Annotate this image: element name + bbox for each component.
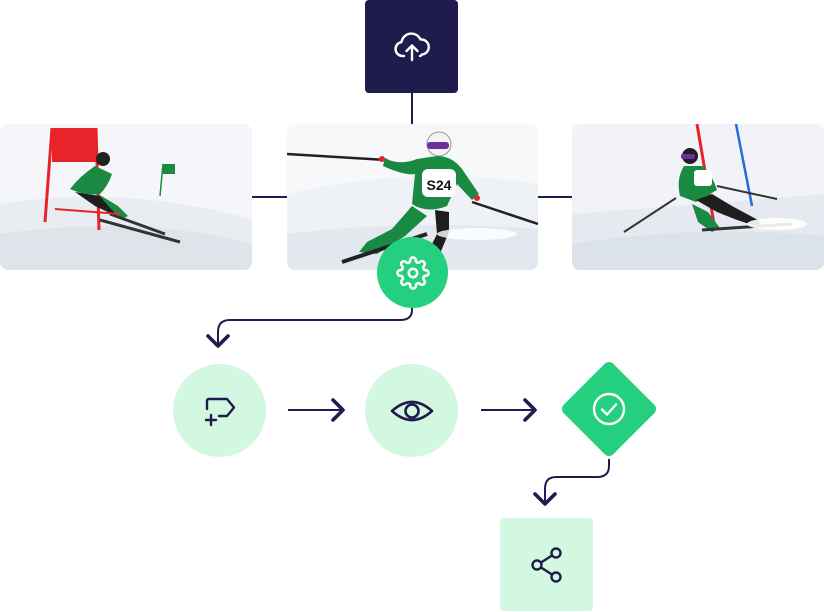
upload-node[interactable] (365, 0, 458, 93)
process-node[interactable] (377, 237, 448, 308)
tag-add-icon (204, 397, 235, 426)
approve-icon-wrap (586, 386, 632, 432)
review-node[interactable] (365, 364, 458, 457)
annotate-node[interactable] (173, 364, 266, 457)
photo-skier-right (572, 124, 824, 270)
gear-icon (395, 255, 430, 290)
skier-image-left (0, 124, 252, 270)
connector-approve-share (533, 459, 610, 506)
eye-icon (390, 400, 433, 421)
connector-gear-tag (206, 306, 413, 348)
check-circle-icon (592, 392, 626, 426)
cloud-upload-icon (393, 31, 430, 61)
skier-image-center: S24 (287, 124, 538, 270)
photo-skier-left (0, 124, 252, 270)
share-icon (530, 546, 562, 583)
skier-image-right (572, 124, 824, 270)
share-node[interactable] (500, 518, 593, 611)
bib-number: S24 (427, 177, 452, 193)
photo-skier-center: S24 (287, 124, 538, 270)
